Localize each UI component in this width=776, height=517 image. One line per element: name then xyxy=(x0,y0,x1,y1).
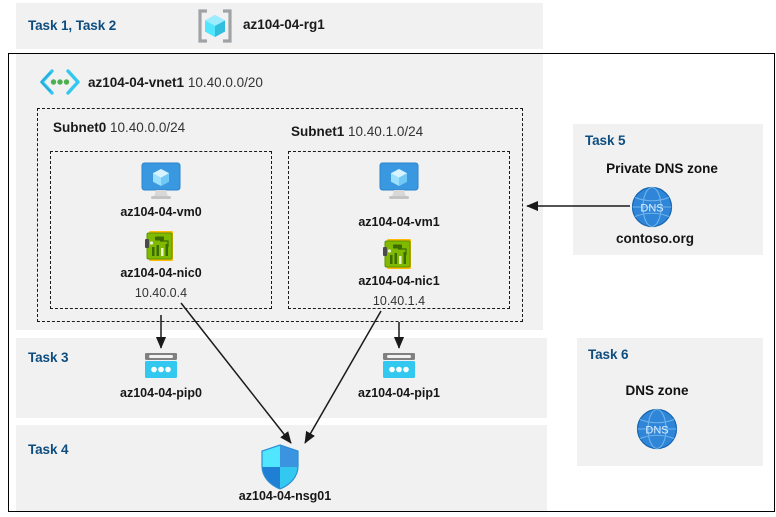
subnet1-name: Subnet1 xyxy=(291,124,345,139)
vnet-panel xyxy=(16,53,543,330)
dns-icon-text: DNS xyxy=(645,425,668,437)
vnet-header: az104-04-vnet1 10.40.0.0/20 xyxy=(88,75,263,90)
vm0-label: az104-04-vm0 xyxy=(120,205,202,219)
public-dns-panel xyxy=(577,338,763,466)
resource-group-name-text: az104-04-rg1 xyxy=(243,17,325,32)
nic0-ip: 10.40.0.4 xyxy=(134,286,188,300)
private-dns-heading: Private DNS zone xyxy=(606,161,718,176)
nic1-ip: 10.40.1.4 xyxy=(372,294,426,308)
pip1-label: az104-04-pip1 xyxy=(358,386,440,400)
task-label-resource-group: Task 1, Task 2 xyxy=(28,18,117,33)
nsg-label: az104-04-nsg01 xyxy=(238,489,332,503)
vnet-name: az104-04-vnet1 xyxy=(88,75,185,90)
private-dns-zone-name: contoso.org xyxy=(616,231,694,246)
vnet-boundary xyxy=(8,53,775,512)
subnet0-header: Subnet0 10.40.0.0/24 xyxy=(53,120,185,135)
pip0-label: az104-04-pip0 xyxy=(120,386,202,400)
virtual-network-icon xyxy=(38,68,82,96)
public-ip-address-icon xyxy=(143,352,179,382)
resource-group-icon xyxy=(196,7,234,45)
network-interface-icon xyxy=(381,237,417,271)
network-interface-icon xyxy=(143,229,179,263)
nic1-label: az104-04-nic1 xyxy=(358,274,440,288)
task-label-public-dns: Task 6 xyxy=(588,347,629,362)
private-dns-panel xyxy=(573,124,763,255)
resource-group-name: az104-04-rg1 xyxy=(243,17,325,32)
dns-zone-icon: DNS xyxy=(631,186,673,228)
vm1-label: az104-04-vm1 xyxy=(358,215,440,229)
subnet0-cidr: 10.40.0.0/24 xyxy=(110,120,186,135)
dns-icon-text: DNS xyxy=(640,203,663,215)
network-security-group-icon xyxy=(260,444,300,490)
subnet1-header: Subnet1 10.40.1.0/24 xyxy=(291,124,423,139)
subnet1-inner-box xyxy=(288,151,510,309)
dns-zone-icon: DNS xyxy=(636,408,678,450)
subnet1-cidr: 10.40.1.0/24 xyxy=(348,124,424,139)
task-label-nsg: Task 4 xyxy=(28,442,69,457)
task-label-private-dns: Task 5 xyxy=(585,133,626,148)
nic0-label: az104-04-nic0 xyxy=(120,266,202,280)
subnet0-name: Subnet0 xyxy=(53,120,107,135)
subnet0-inner-box xyxy=(50,151,272,309)
resource-group-panel xyxy=(16,3,543,49)
task-label-public-ip: Task 3 xyxy=(28,350,69,365)
virtual-machine-icon xyxy=(376,161,422,201)
virtual-machine-icon xyxy=(138,161,184,201)
vnet-cidr: 10.40.0.0/20 xyxy=(187,75,263,90)
public-dns-heading: DNS zone xyxy=(625,383,689,398)
public-ip-address-icon xyxy=(381,352,417,382)
